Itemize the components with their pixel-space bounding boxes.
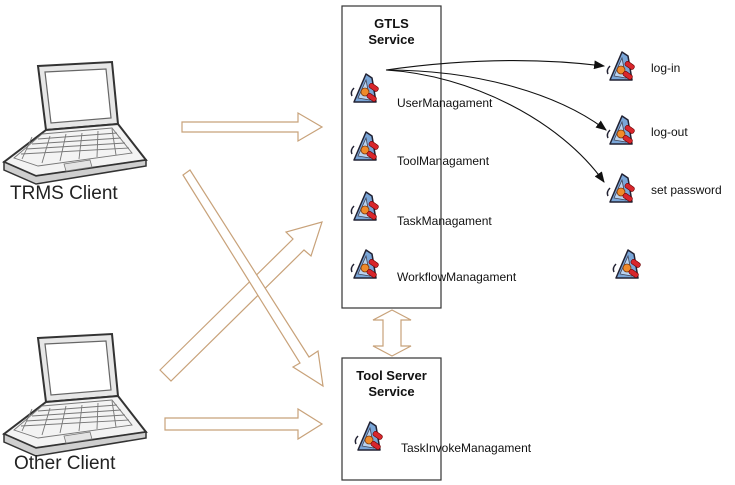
other-client-laptop-icon <box>3 333 147 457</box>
usermanagament-label: UserManagament <box>397 96 493 110</box>
gtls-title-line1: GTLS <box>374 16 409 31</box>
trms-to-toolserver-arrow <box>182 169 324 388</box>
set-password-call-arrow <box>385 69 605 183</box>
gtls-title-line2: Service <box>368 32 415 47</box>
set-password-method-icon <box>606 173 636 204</box>
workflowmanagament-label: WorkflowManagament <box>397 270 517 284</box>
tool-server-title: Tool Server Service <box>342 368 441 400</box>
log-out-method-icon <box>606 115 636 146</box>
other-to-toolserver-arrow <box>164 407 324 441</box>
other-to-gtls-arrow <box>159 221 323 382</box>
log-in-label: log-in <box>651 61 681 75</box>
tool-server-title-line1: Tool Server <box>356 368 427 383</box>
tool-server-title-line2: Service <box>368 384 415 399</box>
taskinvokemanagament-label: TaskInvokeManagament <box>401 441 532 455</box>
gtls-title: GTLS Service <box>342 16 441 48</box>
trms-to-gtls-arrow <box>181 111 324 143</box>
other-client-label: Other Client <box>14 453 116 474</box>
log-out-call-arrow <box>385 69 607 131</box>
unnamed-method-icon <box>612 249 642 280</box>
log-in-call-arrow <box>385 59 606 71</box>
taskmanagament-label: TaskManagament <box>397 214 492 228</box>
gtls-toolserver-link-arrow <box>372 309 412 357</box>
set-password-label: set password <box>651 183 722 197</box>
tool-server-service-box <box>341 357 442 481</box>
log-out-label: log-out <box>651 125 688 139</box>
trms-client-label: TRMS Client <box>10 183 118 204</box>
toolmanagament-label: ToolManagament <box>397 154 490 168</box>
log-in-method-icon <box>606 51 636 82</box>
trms-client-laptop-icon <box>3 61 147 185</box>
